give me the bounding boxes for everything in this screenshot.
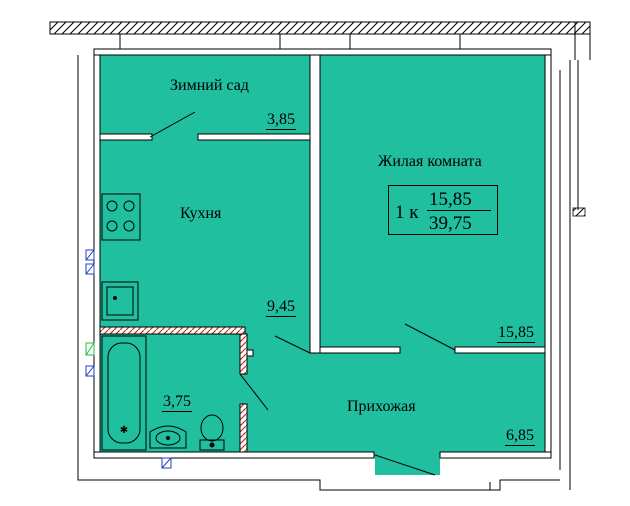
apartment-total-area: 39,75 [429,213,472,234]
room-name-kitchen: Кухня [180,205,222,222]
room-name-winter-garden: Зимний сад [170,77,249,94]
doors [149,111,456,476]
fraction-line [427,210,491,211]
sink-icon [101,281,139,321]
facade-ticks [319,480,501,490]
room-name-hallway: Прихожая [347,398,416,415]
toilet-icon [199,414,225,451]
stove-icon [101,193,141,241]
room-area-living-room: 15,85 [497,324,535,343]
door-bathroom [239,373,269,411]
washbasin-icon [149,425,187,449]
door-kitchen [274,335,311,354]
room-area-kitchen: 9,45 [266,298,296,317]
room-area-bathroom: 3,75 [162,393,192,412]
door-winter-garden [149,111,196,138]
bathroom-partition [99,326,254,453]
door-entrance [374,454,436,476]
riser-icon [85,249,172,469]
svg-text:✱: ✱ [120,425,128,436]
room-name-living-room: Жилая комната [378,153,482,170]
room-area-winter-garden: 3,85 [266,111,296,130]
door-living-room [404,323,456,351]
floor-areas [100,55,545,475]
apartment-living-area: 15,85 [429,189,472,210]
apartment-type: 1 к [395,202,419,223]
room-area-hallway: 6,85 [505,427,535,446]
interior-walls [93,48,552,459]
apartment-summary-box: 1 к 15,85 39,75 [388,185,498,235]
bathtub-icon: ✱ [101,335,147,451]
